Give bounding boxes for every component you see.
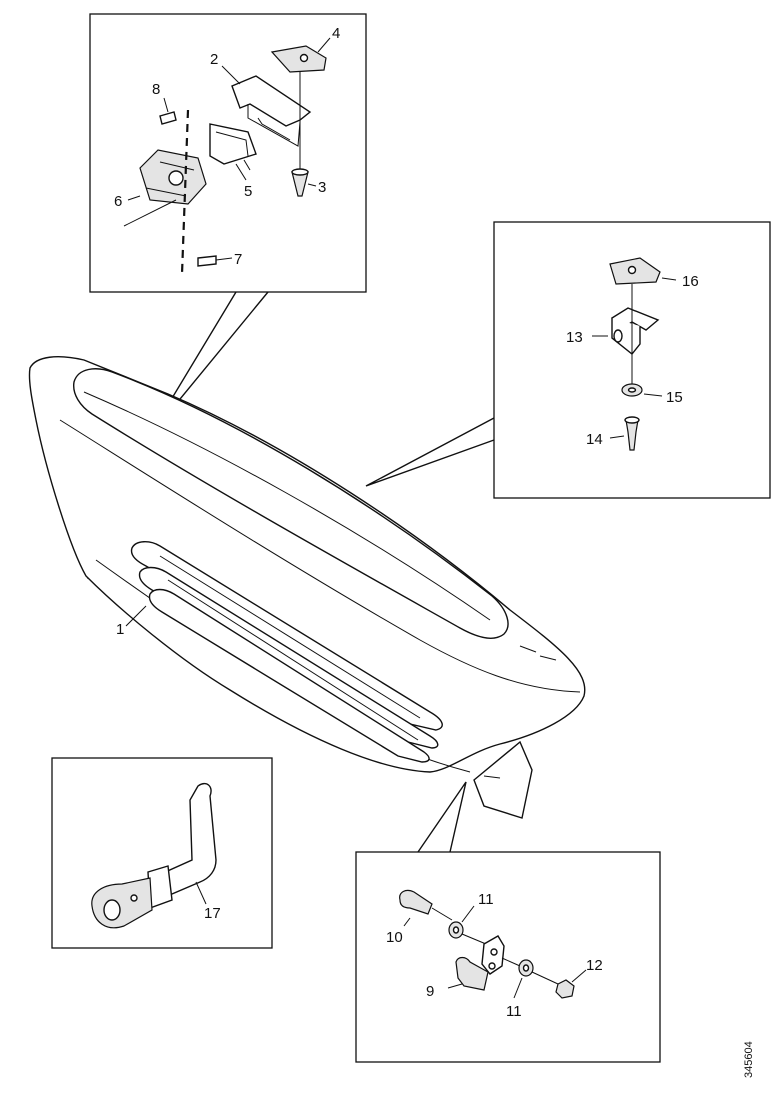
- label-part-14: 14: [586, 431, 603, 448]
- part-2-bracket: [231, 75, 312, 127]
- label-part-9: 9: [426, 983, 434, 1000]
- part-10-bolt: [399, 889, 433, 915]
- label-part-11-lower: 11: [506, 1003, 522, 1020]
- detail-box-bracket: [493, 221, 771, 499]
- part-5-striker: [209, 123, 257, 165]
- label-part-17: 17: [204, 905, 221, 922]
- grille-right-lower-flap: [473, 740, 533, 819]
- detail-box-hinge: [355, 851, 661, 1063]
- label-part-4: 4: [332, 25, 340, 42]
- part-labels: 1 2 3 4 5 6 7 8 9 10 11 11 12 13 14 15 1…: [114, 25, 699, 1020]
- part-8-pin: [159, 111, 177, 125]
- label-part-12: 12: [586, 957, 603, 974]
- label-part-5: 5: [244, 183, 252, 200]
- label-part-10: 10: [386, 929, 403, 946]
- part-4-nut-plate: [270, 45, 327, 73]
- grille-slot-lower: [148, 588, 430, 763]
- label-part-11-upper: 11: [478, 891, 494, 908]
- label-part-6: 6: [114, 193, 122, 210]
- label-part-1: 1: [116, 621, 124, 638]
- label-part-2: 2: [210, 51, 218, 68]
- part-12-nut: [555, 979, 575, 999]
- label-part-13: 13: [566, 329, 583, 346]
- label-part-3: 3: [318, 179, 326, 196]
- label-part-8: 8: [152, 81, 160, 98]
- label-part-16: 16: [682, 273, 699, 290]
- part-7-pin: [197, 255, 217, 267]
- reference-code: 345604: [743, 1041, 755, 1078]
- label-part-7: 7: [234, 251, 242, 268]
- grille-assembly: [28, 356, 586, 819]
- label-part-15: 15: [666, 389, 683, 406]
- detail-box-latch: [89, 13, 367, 293]
- detail-box-strap: [51, 757, 273, 949]
- grille-top-molding: [73, 368, 509, 639]
